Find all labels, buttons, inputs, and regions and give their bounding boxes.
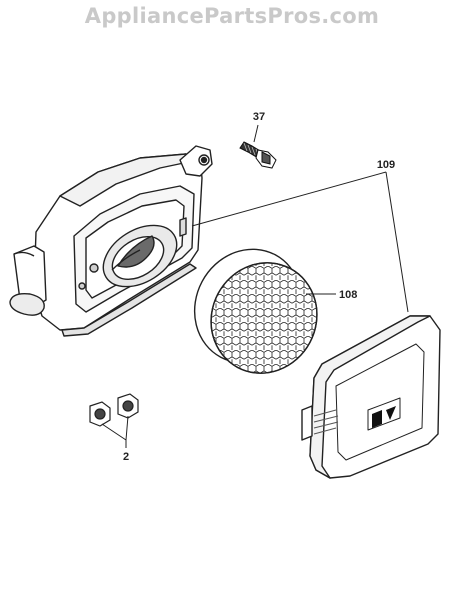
screw-part bbox=[239, 141, 277, 169]
foam-filter-part bbox=[193, 248, 330, 386]
air-cleaner-base bbox=[9, 145, 213, 337]
callout-37: 37 bbox=[253, 111, 265, 123]
watermark: AppliancePartsPros.com bbox=[84, 4, 380, 28]
leader-lines bbox=[101, 124, 409, 448]
callout-2: 2 bbox=[123, 451, 129, 463]
callout-108: 108 bbox=[339, 289, 357, 301]
callout-109: 109 bbox=[377, 159, 395, 171]
hex-nuts-part bbox=[89, 393, 139, 427]
air-cleaner-cover bbox=[301, 315, 441, 479]
